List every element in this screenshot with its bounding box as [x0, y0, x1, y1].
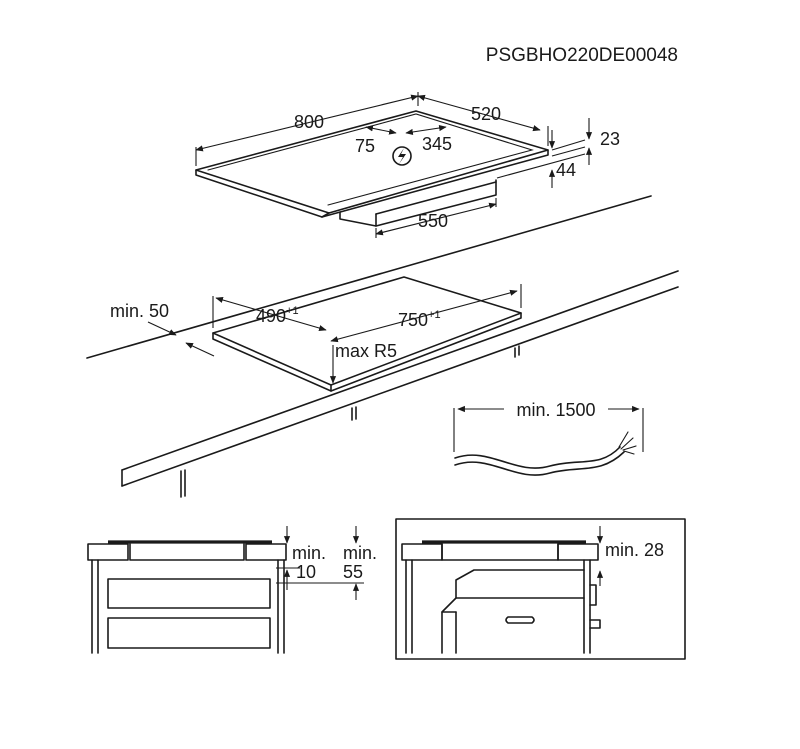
cutout-depth-label: 490	[256, 306, 286, 326]
hob-width-dimension: 800	[195, 92, 419, 166]
cutout-width-tolerance: +1	[428, 309, 441, 321]
connection-left-label: 75	[355, 136, 375, 156]
hob-width-label: 800	[294, 112, 324, 132]
corner-radius-annotation: max R5	[329, 341, 397, 384]
cutout-width-dimension: 750+1	[330, 284, 522, 343]
oven-clearance-label: min. 28	[605, 540, 664, 560]
gap-10-value: 10	[296, 562, 316, 582]
power-cable: min. 1500	[453, 398, 644, 476]
corner-radius-label: max R5	[335, 341, 397, 361]
gap-55-min-label: min.	[343, 543, 377, 563]
connection-right-label: 345	[422, 134, 452, 154]
bottom-width-dimension: 550	[375, 198, 497, 238]
gap-55-value: 55	[343, 562, 363, 582]
hob-depth-dimension: 520	[417, 94, 549, 146]
gap-55-dimension: min. 55	[276, 526, 377, 600]
oven-clearance-dimension: min. 28	[596, 526, 664, 586]
connection-position-dimension: 75 345	[355, 124, 452, 156]
total-height-label: 44	[556, 160, 576, 180]
edge-distance-label: min. 50	[110, 301, 169, 321]
gap-10-dimension: min. 10	[276, 526, 326, 590]
bottom-width-label: 550	[418, 211, 448, 231]
cabinet-section-drawers	[87, 540, 287, 654]
svg-text:750+1: 750+1	[398, 309, 441, 330]
drawing-code: PSGBHO220DE00048	[486, 45, 678, 66]
svg-text:490+1: 490+1	[256, 305, 299, 326]
cutout-depth-tolerance: +1	[286, 305, 299, 317]
lightning-bolt-in-circle-icon	[392, 146, 412, 166]
cutout-width-label: 750	[398, 310, 428, 330]
frame-height-label: 23	[600, 129, 620, 149]
edge-distance-dimension: min. 50	[110, 301, 215, 357]
hob-depth-label: 520	[471, 104, 501, 124]
gap-10-min-label: min.	[292, 543, 326, 563]
countertop	[86, 195, 679, 498]
cabinet-section-oven	[395, 518, 686, 660]
cutout-depth-dimension: 490+1	[212, 296, 327, 332]
cutout-opening	[212, 276, 522, 392]
cable-length-label: min. 1500	[516, 400, 595, 420]
hob-height-dimension: 23 44	[496, 118, 620, 188]
